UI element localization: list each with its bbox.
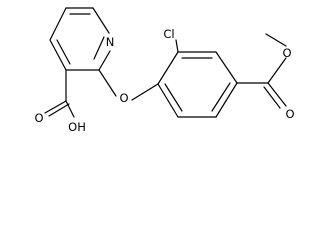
nitrogen-label: N [106,35,115,49]
chloro-substituent [175,39,179,53]
benzene-ring [157,51,238,118]
chlorine-label: Cl [163,27,174,41]
methyl-ester-group [236,33,287,109]
chemical-structure: N Cl O O OH O O [34,7,295,134]
acid-carbonyl-oxygen-label: O [34,111,43,125]
ester-carbonyl-oxygen-label: O [285,107,294,121]
ester-oxygen-label: O [282,46,291,60]
hydroxyl-label: OH [68,120,86,134]
ether-oxygen-label: O [119,91,128,105]
pyridine-ring [49,7,111,71]
carboxylic-acid-group [44,69,75,118]
ether-linkage [98,69,159,101]
